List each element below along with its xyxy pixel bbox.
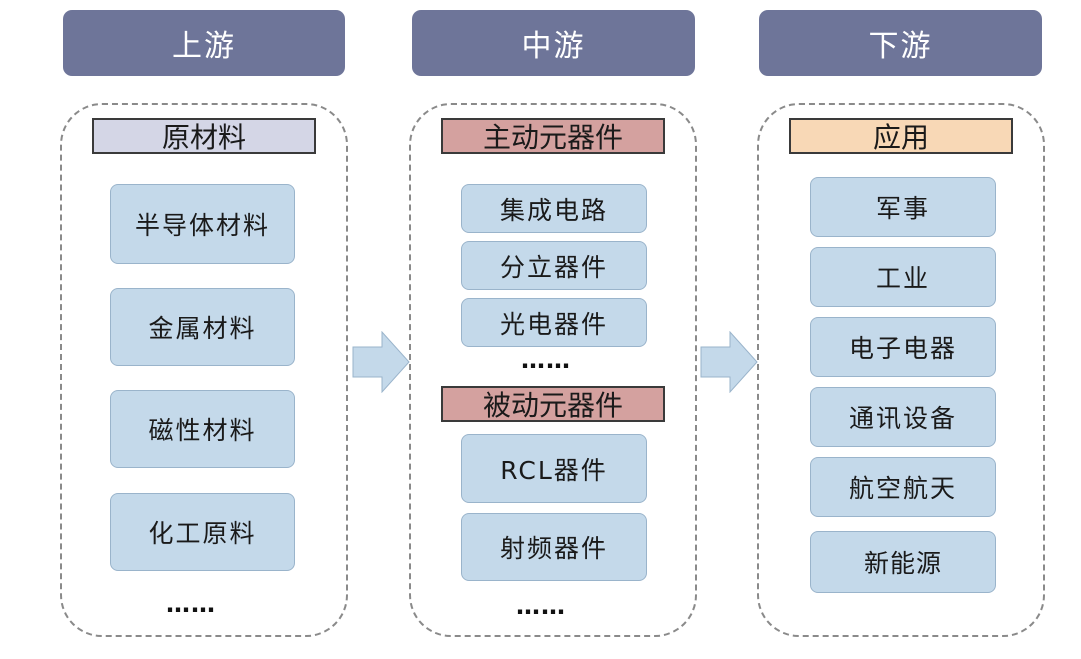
arrow-right-icon bbox=[352, 331, 410, 393]
upstream-panel bbox=[60, 103, 348, 637]
upstream-more: …… bbox=[166, 590, 216, 618]
downstream-item-3: 电子电器 bbox=[810, 317, 996, 377]
active-item-1: 集成电路 bbox=[461, 184, 647, 233]
upstream-category: 原材料 bbox=[92, 118, 316, 154]
upstream-header: 上游 bbox=[63, 10, 345, 76]
downstream-panel bbox=[757, 103, 1045, 637]
midstream-panel bbox=[409, 103, 697, 637]
passive-item-1: RCL器件 bbox=[461, 434, 647, 503]
midstream-header: 中游 bbox=[412, 10, 695, 76]
upstream-item-1: 半导体材料 bbox=[110, 184, 295, 264]
active-more: …… bbox=[521, 346, 571, 374]
active-item-2: 分立器件 bbox=[461, 241, 647, 290]
active-item-3: 光电器件 bbox=[461, 298, 647, 347]
downstream-item-4: 通讯设备 bbox=[810, 387, 996, 447]
downstream-item-6: 新能源 bbox=[810, 531, 996, 593]
downstream-item-1: 军事 bbox=[810, 177, 996, 237]
arrow-right-icon bbox=[700, 331, 758, 393]
upstream-item-2: 金属材料 bbox=[110, 288, 295, 366]
passive-item-2: 射频器件 bbox=[461, 513, 647, 581]
downstream-item-5: 航空航天 bbox=[810, 457, 996, 517]
upstream-item-4: 化工原料 bbox=[110, 493, 295, 571]
upstream-item-3: 磁性材料 bbox=[110, 390, 295, 468]
downstream-item-2: 工业 bbox=[810, 247, 996, 307]
downstream-category: 应用 bbox=[789, 118, 1013, 154]
active-category: 主动元器件 bbox=[441, 118, 665, 154]
passive-more: …… bbox=[516, 592, 566, 620]
downstream-header: 下游 bbox=[759, 10, 1042, 76]
passive-category: 被动元器件 bbox=[441, 386, 665, 422]
